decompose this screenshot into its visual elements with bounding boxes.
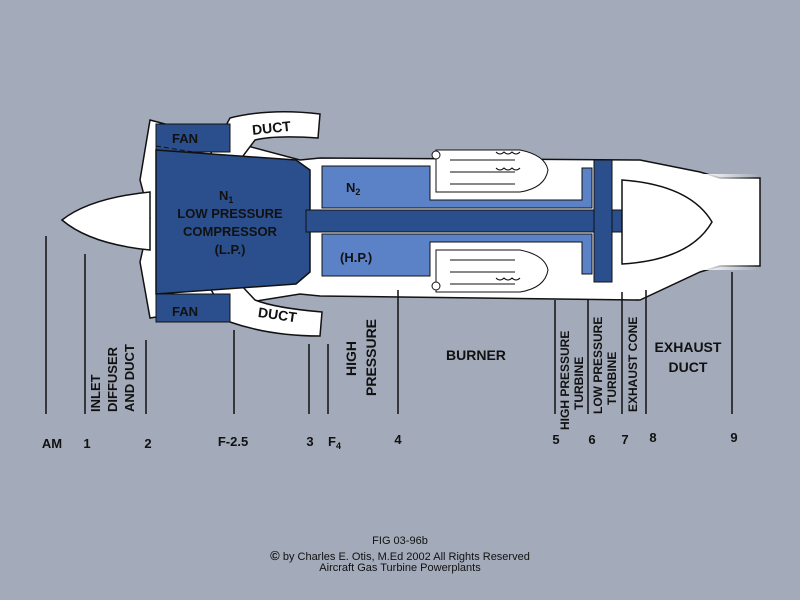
duct-lower-label: DUCT [257, 304, 298, 325]
hp-label: (H.P.) [340, 250, 372, 265]
and-duct-label: AND DUCT [122, 344, 137, 412]
station-1: 1 [83, 436, 90, 451]
copyright-symbol: © [270, 548, 280, 563]
burner-upper [431, 149, 549, 193]
station-am: AM [42, 436, 62, 451]
fan-upper [155, 123, 231, 153]
fan-lower-label: FAN [172, 304, 198, 319]
exhaust-label: EXHAUST [655, 339, 722, 355]
lpt-label-line2: TURBINE [605, 352, 619, 405]
copyright-line: © by Charles E. Otis, M.Ed 2002 All Righ… [0, 548, 800, 563]
station-6: 6 [588, 432, 595, 447]
lower-fan-duct [208, 283, 323, 337]
fan-lower [155, 293, 231, 323]
exhaust-duct-label: DUCT [669, 359, 708, 375]
hpt-label-line2: TURBINE [572, 357, 586, 410]
book-title: Aircraft Gas Turbine Powerplants [319, 562, 481, 574]
lp-label-line3: (L.P.) [215, 242, 246, 257]
figure-number: FIG 03-96b [372, 535, 428, 547]
burner-lower [431, 249, 549, 293]
station-7: 7 [621, 432, 628, 447]
lpt-label-line1: LOW PRESSURE [591, 317, 605, 414]
station-f4: F4 [328, 434, 341, 451]
pressure-label: PRESSURE [363, 319, 379, 396]
station-4: 4 [394, 432, 402, 447]
station-5: 5 [552, 432, 559, 447]
fan-upper-label: FAN [172, 131, 198, 146]
station-9: 9 [730, 430, 737, 445]
high-label: HIGH [343, 341, 359, 376]
lp-compressor [155, 149, 311, 295]
station-2: 2 [144, 436, 151, 451]
hp-compressor-lower [321, 233, 593, 277]
station-3: 3 [306, 434, 313, 449]
station-lines [45, 236, 733, 414]
copyright-text: by Charles E. Otis, M.Ed 2002 All Rights… [282, 551, 530, 563]
station-8: 8 [649, 430, 656, 445]
diffuser-label: DIFFUSER [105, 346, 120, 412]
fan-dash-upper [155, 145, 231, 159]
n1-shaft [305, 209, 623, 233]
lp-label-line2: COMPRESSOR [183, 224, 278, 239]
n2-label: N2 [346, 180, 360, 197]
duct-upper-label: DUCT [251, 118, 292, 138]
upper-fan-duct [208, 111, 321, 161]
exhaust-cone [621, 179, 713, 265]
burner-label: BURNER [446, 347, 506, 363]
lp-turbine-disk [593, 159, 613, 283]
inlet-cone [60, 191, 151, 251]
hp-compressor-upper [321, 165, 593, 209]
station-f25: F-2.5 [218, 434, 248, 449]
hpt-label-line1: HIGH PRESSURE [558, 331, 572, 430]
exhaust-cone-label: EXHAUST CONE [626, 317, 640, 412]
lp-label-line1: LOW PRESSURE [177, 206, 283, 221]
n1-label: N1 [219, 188, 233, 205]
inlet-label: INLET [88, 374, 103, 412]
